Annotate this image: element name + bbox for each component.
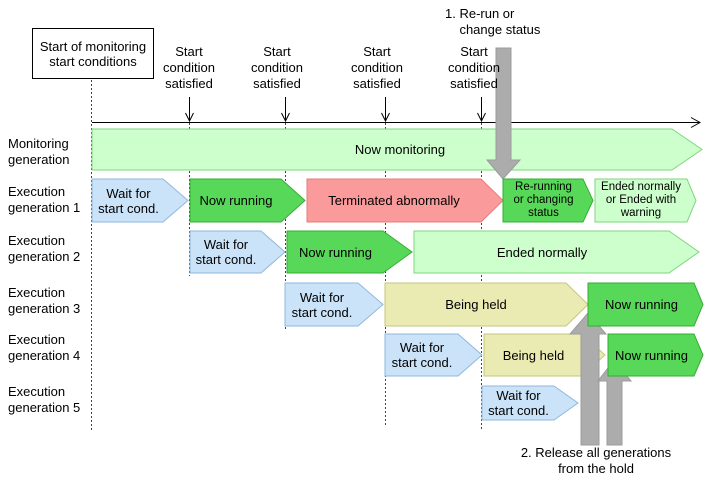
seg-now-monitoring-label: Now monitoring	[354, 142, 446, 157]
monitoring-now-monitoring-shape	[91, 128, 703, 171]
seg-gen3-wait-label: Wait for start cond.	[291, 289, 353, 320]
note-rerun-or-change-status: 1. Re-run or change status	[445, 6, 541, 37]
gen2-wait-shape	[189, 230, 286, 274]
seg-gen1-rerunning-label: Re-running or changing status	[513, 181, 574, 219]
seg-gen1-terminated-label: Terminated abnormally	[328, 193, 460, 208]
seg-gen3-held-label: Being held	[445, 297, 507, 312]
seg-gen4-held-label: Being held	[502, 347, 565, 363]
rerun-down-arrow-icon	[485, 47, 522, 180]
condition-arrow-icon-3	[381, 97, 390, 123]
start-of-monitoring-box: Start of monitoring start conditions	[32, 28, 154, 79]
seg-gen4-running-label: Now running	[615, 347, 688, 363]
gen5-wait-shape	[481, 385, 579, 421]
gen1-terminated-shape	[306, 178, 504, 223]
seg-gen5-wait-label: Wait for start cond.	[488, 388, 549, 418]
row-label-execution-generation-4: Execution generation 4	[8, 332, 81, 363]
condition-arrow-icon-1	[185, 97, 194, 123]
seg-gen3-running-label: Now running	[605, 297, 678, 312]
timeline-arrowhead-icon	[690, 117, 702, 128]
gen4-wait-shape	[384, 333, 483, 377]
seg-gen1-running-label: Now running	[199, 193, 273, 208]
note-release-from-hold: 2. Release all generations from the hold	[520, 445, 672, 476]
row-label-execution-generation-5: Execution generation 5	[8, 384, 81, 415]
row-label-monitoring-generation: Monitoring generation	[8, 136, 70, 167]
seg-gen1-ended-label: Ended normally or Ended with warning	[601, 181, 681, 219]
condition-label-4: Start condition satisfied	[447, 44, 501, 91]
gen3-running-shape	[587, 282, 704, 327]
seg-gen2-ended-label: Ended normally	[496, 244, 588, 260]
seg-gen2-running-label: Now running	[299, 244, 372, 260]
condition-label-1: Start condition satisfied	[162, 44, 216, 91]
row-label-execution-generation-3: Execution generation 3	[8, 285, 81, 316]
gen1-wait-shape	[91, 178, 189, 223]
condition-marker-arrows	[185, 97, 486, 123]
condition-label-2: Start condition satisfied	[250, 44, 304, 91]
row-label-execution-generation-1: Execution generation 1	[8, 184, 81, 215]
gen1-ended-shape	[594, 178, 697, 223]
gen4-running-shape	[607, 333, 704, 377]
row-label-execution-generation-2: Execution generation 2	[8, 233, 81, 264]
gen1-running-shape	[189, 178, 306, 223]
seg-gen2-wait-label: Wait for start cond.	[195, 237, 257, 267]
gen2-running-shape	[286, 230, 413, 274]
seg-gen1-wait-label: Wait for start cond.	[98, 185, 159, 216]
timeline-axis	[92, 117, 702, 128]
gen2-ended-shape	[413, 230, 700, 274]
gen1-rerunning-shape	[502, 178, 594, 223]
seg-gen4-wait-label: Wait for start cond.	[391, 340, 453, 370]
condition-arrow-icon-4	[477, 97, 486, 123]
condition-label-3: Start condition satisfied	[350, 44, 404, 91]
gen3-wait-shape	[284, 282, 384, 327]
gen3-held-shape	[384, 282, 589, 327]
condition-arrow-icon-2	[281, 97, 290, 123]
